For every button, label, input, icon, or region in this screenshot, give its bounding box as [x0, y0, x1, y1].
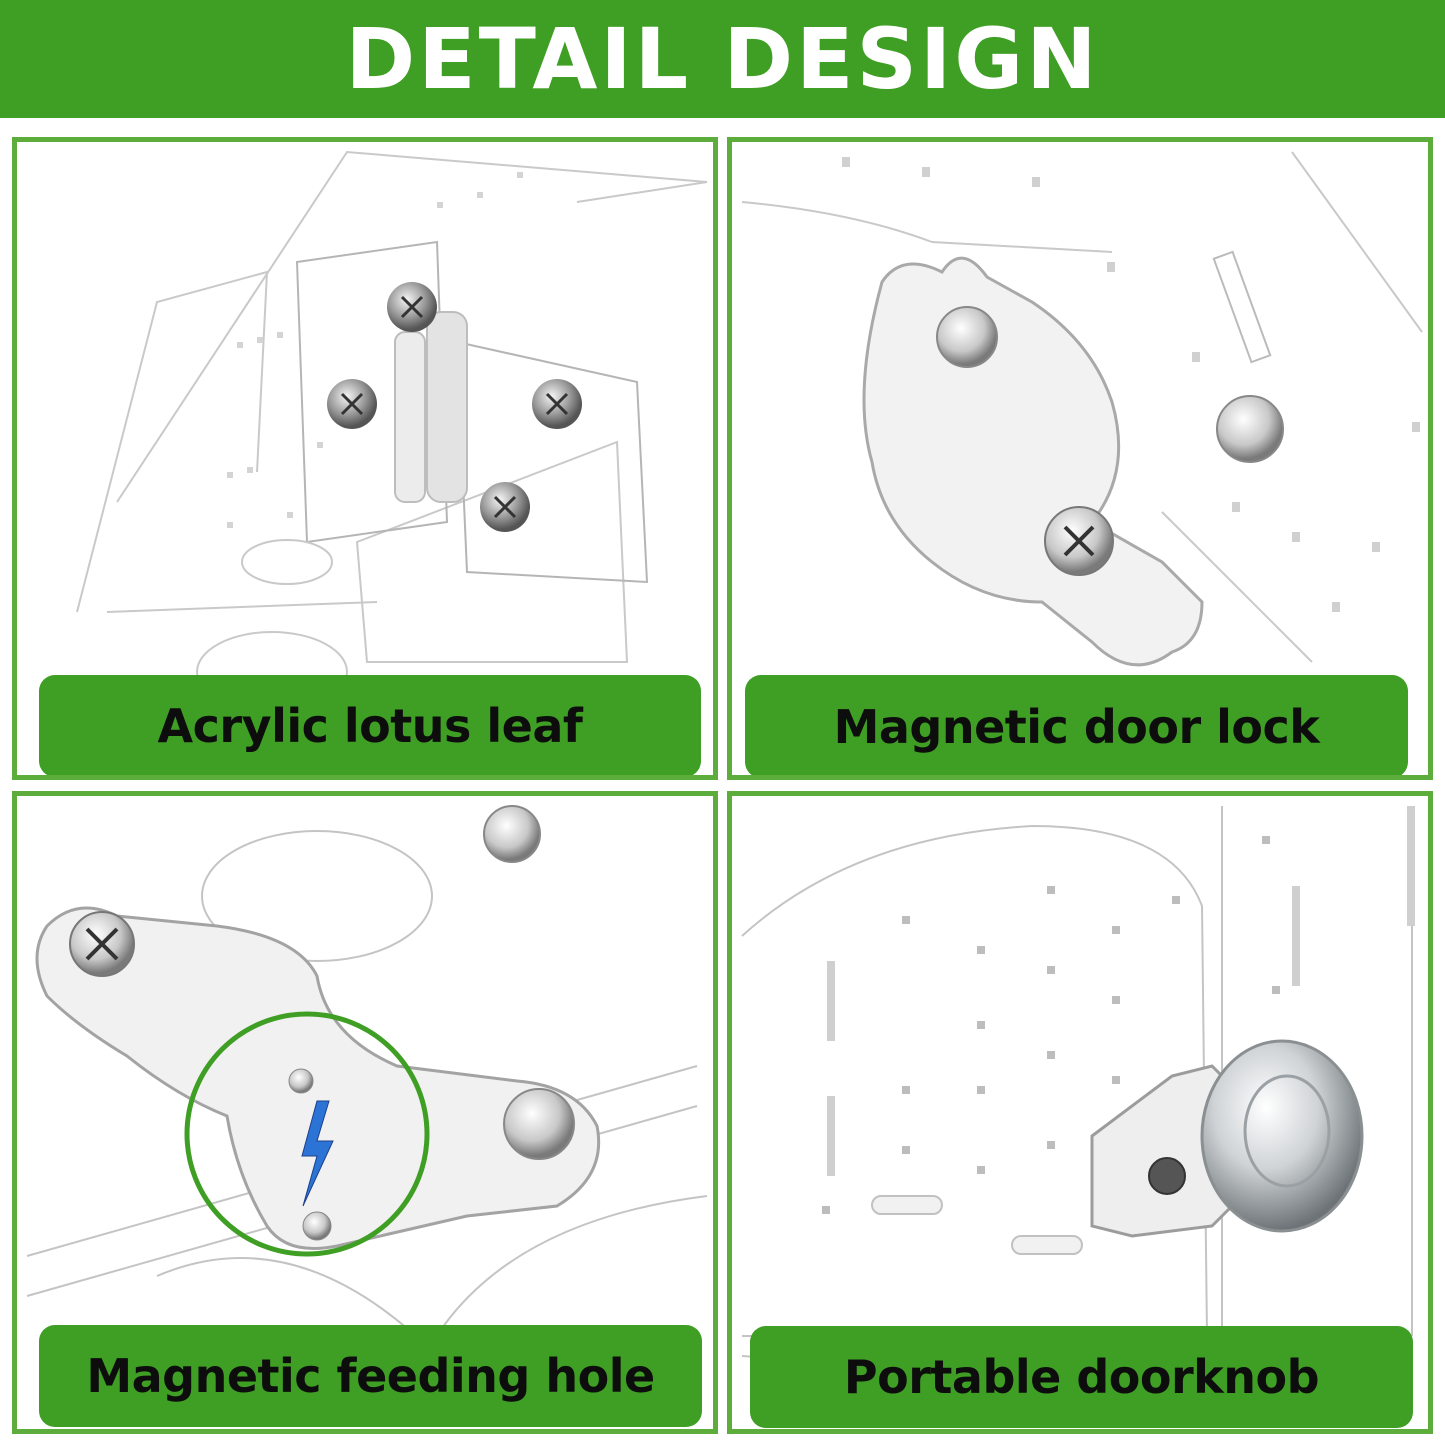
header-banner: DETAIL DESIGN — [0, 0, 1445, 118]
label-text: Portable doorknob — [843, 1350, 1320, 1404]
panel-magnetic-door-lock: Magnetic door lock — [727, 137, 1433, 780]
label-text: Magnetic door lock — [833, 699, 1320, 754]
panel-acrylic-lotus-leaf: Acrylic lotus leaf — [12, 137, 718, 780]
label-magnetic-feeding-hole: Magnetic feeding hole — [39, 1325, 702, 1427]
panel-portable-doorknob: Portable doorknob — [727, 791, 1433, 1434]
label-portable-doorknob: Portable doorknob — [750, 1326, 1413, 1428]
label-acrylic-lotus-leaf: Acrylic lotus leaf — [39, 675, 701, 775]
label-text: Magnetic feeding hole — [86, 1349, 655, 1403]
panel-magnetic-feeding-hole: Magnetic feeding hole — [12, 791, 718, 1434]
label-text: Acrylic lotus leaf — [157, 699, 583, 753]
hinge-icon — [76, 150, 708, 713]
page-title: DETAIL DESIGN — [345, 10, 1100, 108]
label-magnetic-door-lock: Magnetic door lock — [745, 675, 1408, 775]
magnet-lock-icon — [741, 151, 1423, 667]
feeding-hole-icon — [26, 805, 708, 1397]
doorknob-icon — [741, 806, 1415, 1387]
